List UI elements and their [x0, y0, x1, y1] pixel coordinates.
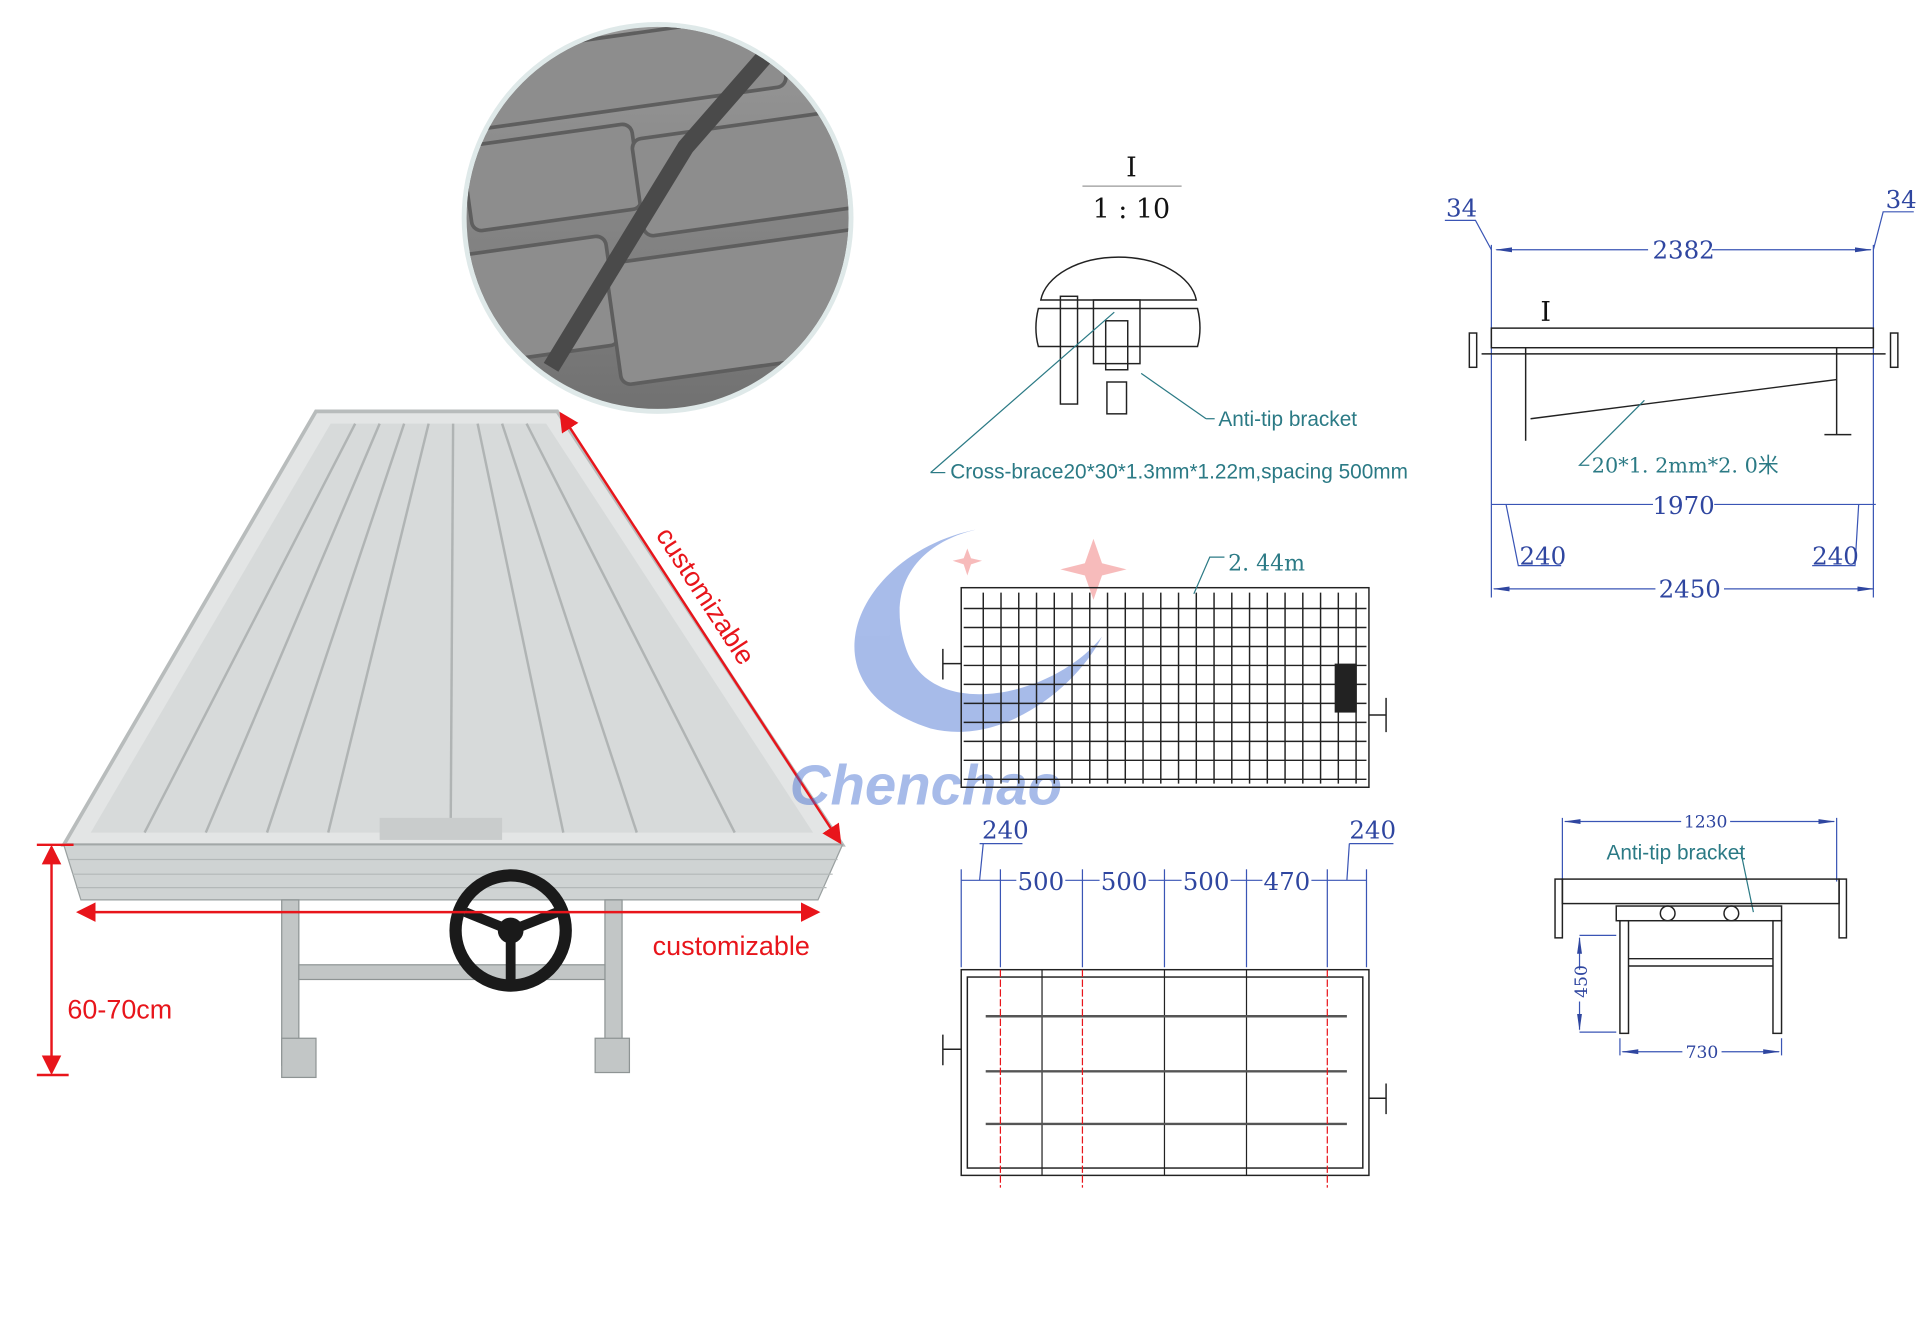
detail-scale: 1 : 10 [1093, 194, 1171, 225]
dim-500-3: 500 [1183, 867, 1230, 896]
dim-240-plan-right: 240 [1349, 816, 1396, 845]
anti-tip-label: Anti-tip bracket [1218, 408, 1357, 431]
dim-34-left: 34 [1446, 194, 1477, 223]
dim-2382: 2382 [1652, 235, 1714, 264]
dim-500-2: 500 [1101, 867, 1148, 896]
dim-240-left: 240 [1520, 541, 1567, 570]
dim-1230: 1230 [1684, 813, 1728, 833]
dim-470: 470 [1264, 867, 1311, 896]
dim-500-1: 500 [1017, 867, 1064, 896]
dim-730: 730 [1686, 1043, 1719, 1063]
cross-brace-label: Cross-brace20*30*1.3mm*1.22m,spacing 500… [950, 461, 1408, 484]
side-view-drawing: 2382 34 34 I 20*1. 2mm*2. 0米 1970 240 24… [1444, 185, 1917, 603]
height-label: 60-70cm [67, 995, 172, 1025]
chenchao-watermark-logo: Chenchao [790, 528, 1127, 816]
end-view-drawing: 1230 Anti-tip bracket 450 730 [1554, 811, 1848, 1063]
growing-table-photo [60, 409, 846, 1079]
closeup-magnifier [461, 22, 854, 414]
brace-label: 20*1. 2mm*2. 0米 [1592, 454, 1779, 478]
dim-240-right: 240 [1812, 541, 1859, 570]
dim-240-plan-left: 240 [982, 816, 1029, 845]
side-marker: I [1540, 297, 1551, 328]
top-length-label: 2. 44m [1228, 552, 1305, 577]
dim-2450: 2450 [1659, 574, 1721, 603]
top-view-drawing: 2. 44m [942, 552, 1387, 788]
dim-1970: 1970 [1652, 491, 1714, 520]
plan-dimensions: 240 500 500 500 470 240 [960, 816, 1396, 968]
width-label: customizable [653, 931, 810, 961]
plan-view-drawing [942, 968, 1387, 1188]
watermark-text: Chenchao [790, 753, 1062, 816]
detail-marker: I [1126, 152, 1137, 183]
dim-34-right: 34 [1886, 185, 1917, 214]
end-anti-tip-label: Anti-tip bracket [1606, 841, 1745, 864]
dim-450: 450 [1572, 965, 1592, 998]
detail-view-i: I 1 : 10 Anti-tip bracket Cross-brace20*… [930, 152, 1408, 484]
